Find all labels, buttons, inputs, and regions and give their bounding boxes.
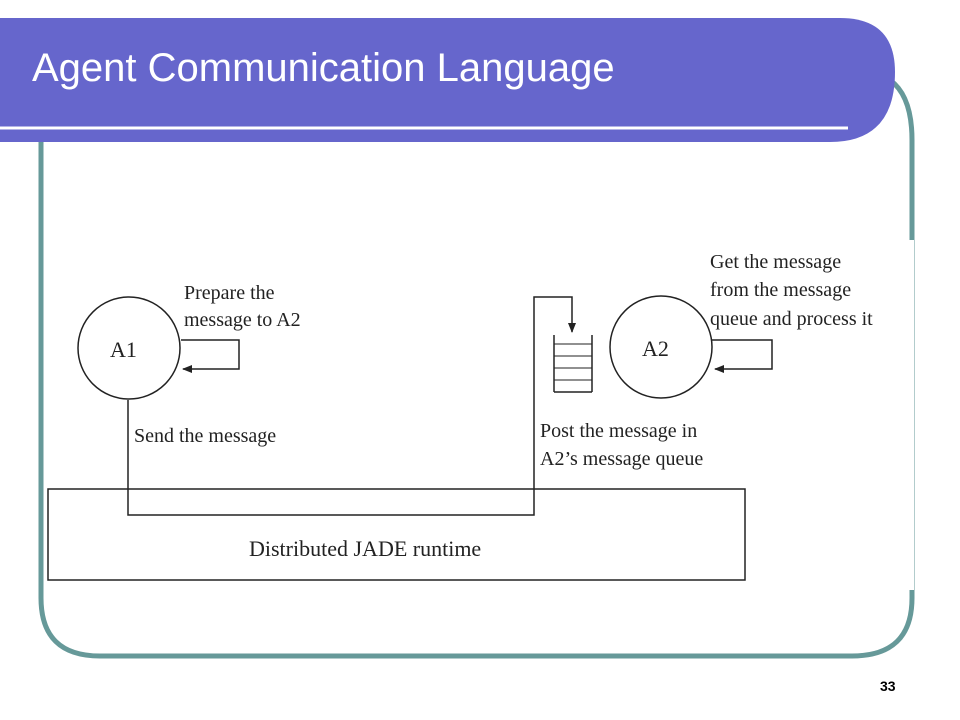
page-number: 33 (880, 678, 896, 694)
message-path (127, 296, 576, 516)
agent-a2-label: A2 (642, 336, 669, 361)
message-queue-icon (553, 335, 593, 393)
runtime-label: Distributed JADE runtime (249, 536, 481, 561)
prepare-label-line1: Prepare the (184, 282, 275, 304)
agent-a2-node (609, 295, 713, 399)
send-label: Send the message (134, 425, 276, 447)
runtime-box (47, 488, 746, 581)
a1-self-loop (181, 339, 240, 373)
a2-self-loop (712, 339, 773, 373)
post-label-line2: A2’s message queue (540, 448, 703, 470)
frame-outline (38, 77, 915, 659)
agent-a1-label: A1 (110, 337, 137, 362)
get-label-line3: queue and process it (710, 308, 873, 330)
agent-a1-node (77, 296, 181, 400)
jade-message-diagram: Distributed JADE runtime A1 Prepare the … (44, 240, 914, 590)
page-title: Agent Communication Language (32, 46, 615, 90)
prepare-label-line2: message to A2 (184, 309, 301, 331)
get-label-line2: from the message (710, 279, 851, 301)
get-label-line1: Get the message (710, 251, 841, 273)
post-label-line1: Post the message in (540, 420, 697, 442)
title-bar (0, 18, 895, 142)
